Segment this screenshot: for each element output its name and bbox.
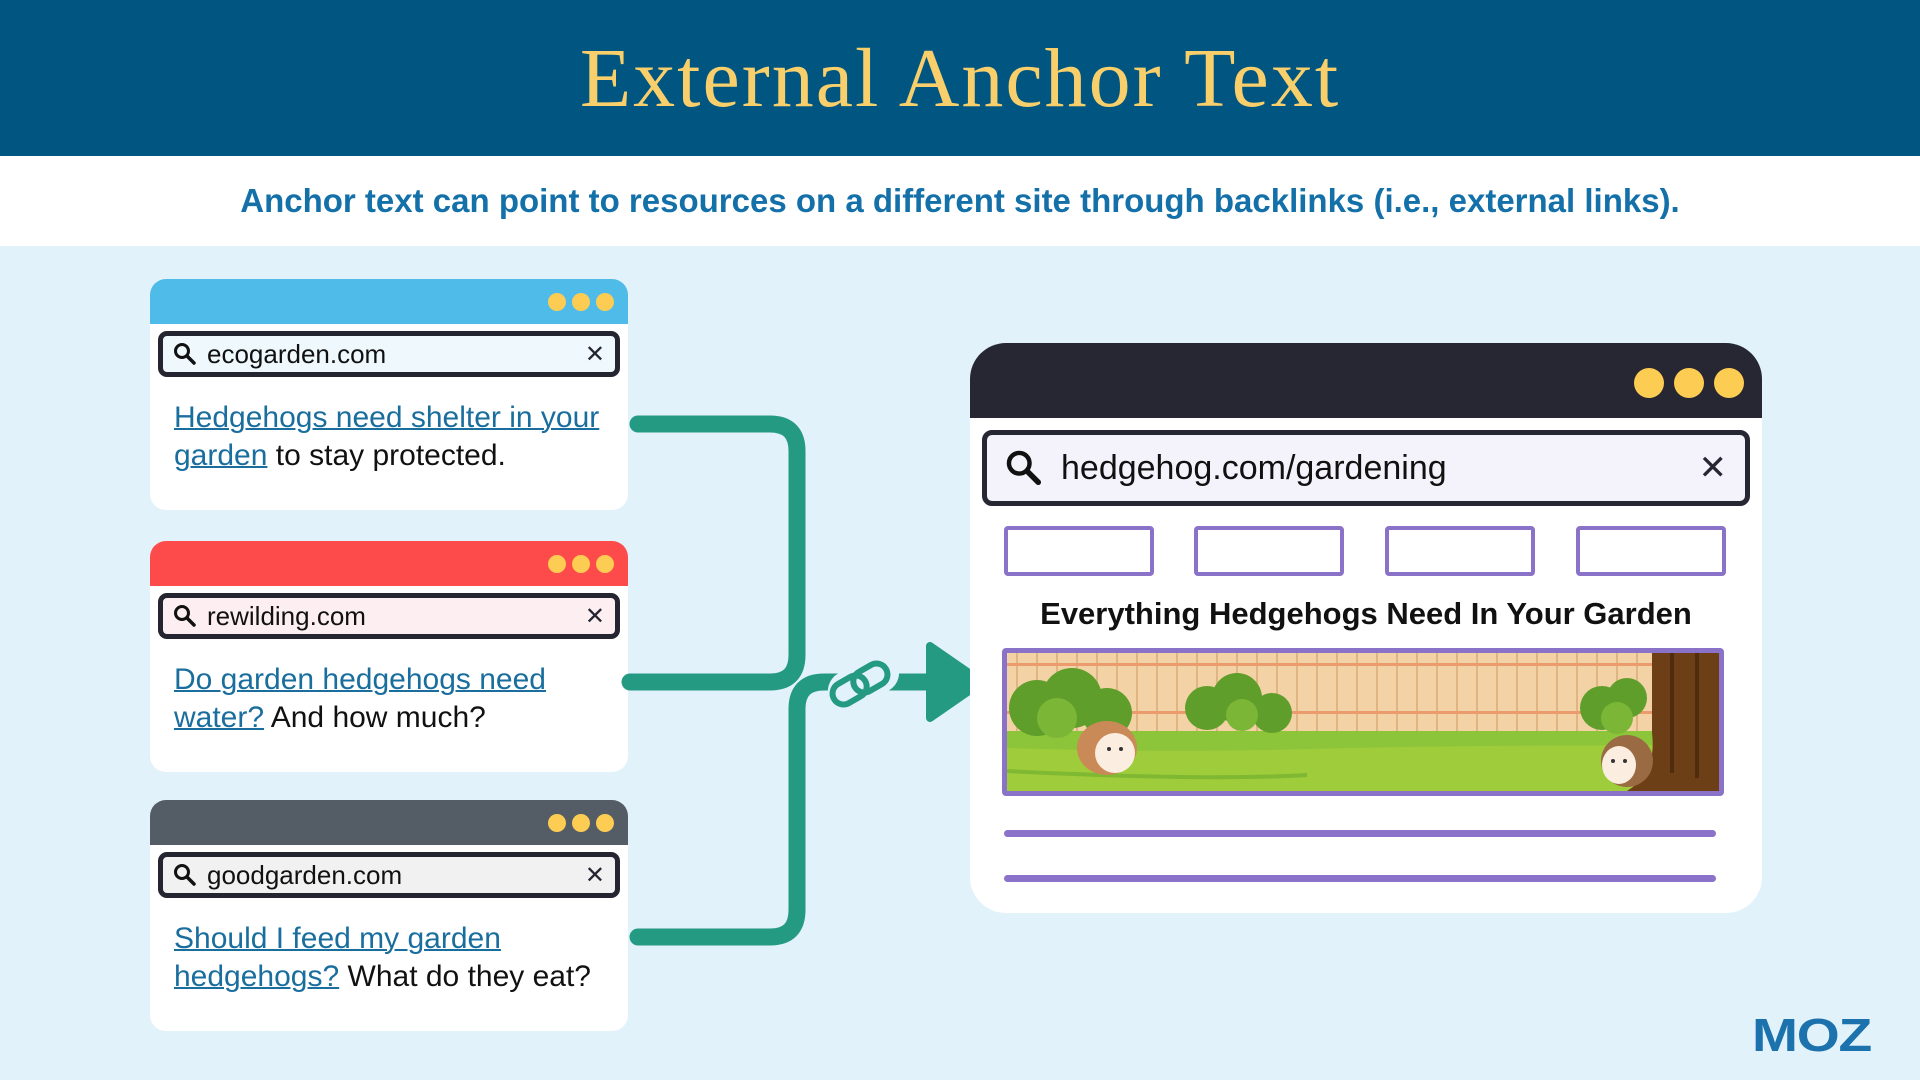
address-url: rewilding.com: [207, 600, 366, 631]
nav-placeholder[interactable]: [1385, 526, 1535, 576]
close-icon[interactable]: ✕: [584, 340, 605, 368]
address-bar[interactable]: rewilding.com ✕: [158, 593, 620, 639]
address-bar[interactable]: ecogarden.com ✕: [158, 331, 620, 377]
arrow-head-icon: [926, 642, 986, 722]
window-dots-icon: [548, 555, 614, 573]
search-icon: [1006, 450, 1042, 486]
nav-placeholder[interactable]: [1004, 526, 1154, 576]
anchor-link[interactable]: Should I feed my garden hedgehogs?: [174, 922, 501, 993]
page-title: External Anchor Text: [579, 31, 1341, 125]
connector-bottom: [629, 673, 939, 946]
text-placeholder-line: [1004, 875, 1716, 882]
address-url: hedgehog.com/gardening: [1061, 448, 1447, 487]
source-browser-card: goodgarden.com ✕ Should I feed my garden…: [150, 800, 628, 1031]
card-text: Hedgehogs need shelter in your garden to…: [174, 399, 614, 475]
anchor-link[interactable]: Hedgehogs need shelter in your garden: [174, 401, 600, 472]
source-browser-card: ecogarden.com ✕ Hedgehogs need shelter i…: [150, 279, 628, 510]
browser-title-bar: [150, 800, 628, 845]
card-text: Do garden hedgehogs need water? And how …: [174, 661, 614, 737]
browser-title-bar: [150, 541, 628, 586]
address-url: ecogarden.com: [207, 338, 387, 369]
article-heading: Everything Hedgehogs Need In Your Garden: [1040, 596, 1692, 631]
search-icon: [174, 605, 196, 627]
subtitle: Anchor text can point to resources on a …: [240, 182, 1680, 219]
address-bar[interactable]: hedgehog.com/gardening ✕: [982, 430, 1750, 506]
card-text-rest: And how much?: [264, 701, 486, 734]
chain-link-icon: [827, 653, 900, 711]
card-text: Should I feed my garden hedgehogs? What …: [174, 920, 614, 996]
nav-placeholder[interactable]: [1576, 526, 1726, 576]
window-dots-icon: [548, 814, 614, 832]
garden-hedgehog-illustration: [1002, 648, 1724, 796]
close-icon[interactable]: ✕: [584, 861, 605, 889]
nav-placeholder[interactable]: [1194, 526, 1344, 576]
address-bar[interactable]: goodgarden.com ✕: [158, 852, 620, 898]
search-icon: [174, 864, 196, 886]
moz-logo: MOZ: [1752, 1009, 1872, 1061]
search-icon: [174, 343, 196, 365]
address-url: goodgarden.com: [207, 859, 403, 890]
browser-title-bar: [970, 343, 1762, 418]
text-placeholder-line: [1004, 830, 1716, 837]
window-dots-icon: [1634, 368, 1744, 398]
source-browser-card: rewilding.com ✕ Do garden hedgehogs need…: [150, 541, 628, 772]
close-icon[interactable]: ✕: [1698, 449, 1728, 487]
connector-top: [621, 415, 806, 691]
close-icon[interactable]: ✕: [584, 602, 605, 630]
window-dots-icon: [548, 293, 614, 311]
browser-title-bar: [150, 279, 628, 324]
header-banner: External Anchor Text: [0, 0, 1920, 156]
card-text-rest: to stay protected.: [267, 439, 506, 472]
subtitle-band: Anchor text can point to resources on a …: [0, 156, 1920, 246]
card-text-rest: What do they eat?: [339, 960, 592, 993]
anchor-link[interactable]: Do garden hedgehogs need water?: [174, 663, 546, 734]
target-browser-window: hedgehog.com/gardening ✕ Everything Hedg…: [970, 343, 1762, 913]
